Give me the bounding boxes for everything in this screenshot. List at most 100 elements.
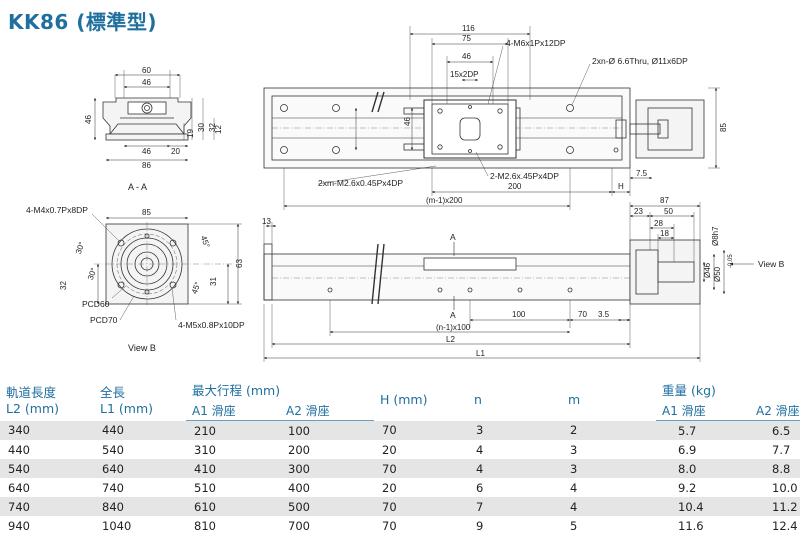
cell-l1: 440 — [94, 420, 186, 440]
view-b-labels: 85 30° 45° 30° 45° 31 63 32 4-M4x0.7Px8D… — [26, 205, 245, 353]
cell-n: 7 — [468, 497, 562, 516]
cell-stroke-a1: 210 — [186, 420, 280, 440]
cell-h: 20 — [374, 440, 468, 459]
dim-19: 19 — [186, 129, 195, 138]
cell-weight-a1: 6.9 — [656, 440, 750, 459]
technical-drawing: 60 46 46 20 86 46 19 30 32 12 A - A — [26, 24, 785, 362]
table-row: 340 440 210 100 70 3 2 5.7 6.5 — [0, 420, 800, 440]
cell-weight-a2: 12.4 — [750, 516, 800, 535]
cell-stroke-a2: 400 — [280, 478, 374, 497]
header-rail-length: 軌道長度 L2 (mm) — [0, 378, 94, 421]
header-weight: 重量 (kg) — [662, 382, 716, 398]
cell-weight-a1: 5.7 — [656, 420, 750, 440]
cell-l2: 940 — [0, 516, 94, 535]
dim-32-view-b: 32 — [59, 281, 68, 290]
dim-15x2dp: 15x2DP — [450, 70, 478, 79]
table-row: 540 640 410 300 70 4 3 8.0 8.8 — [0, 459, 800, 478]
dim-7-5: 7.5 — [636, 169, 648, 178]
cell-weight-a2: 10.0 — [750, 478, 800, 497]
dim-70: 70 — [578, 310, 587, 319]
dim-46-top-view-side: 46 — [403, 117, 412, 126]
header-stroke-a2: A2 滑座 — [280, 400, 374, 421]
cell-h: 20 — [374, 478, 468, 497]
dim-l1: L1 — [476, 349, 485, 358]
dim-12: 12 — [214, 125, 223, 134]
dim-d8h7: Ø8h7 — [711, 226, 720, 246]
dim-46-top: 46 — [142, 78, 151, 87]
cell-weight-a1: 8.0 — [656, 459, 750, 478]
cell-weight-a2: 8.8 — [750, 459, 800, 478]
cell-stroke-a1: 810 — [186, 516, 280, 535]
dim-85-view-b: 85 — [142, 208, 151, 217]
section-view-a-a — [93, 70, 215, 162]
note-m6-holes: 4-M6x1Px12DP — [506, 38, 566, 48]
header-m: m — [568, 391, 581, 407]
cell-stroke-a2: 200 — [280, 440, 374, 459]
cell-l2: 740 — [0, 497, 94, 516]
note-thru-holes: 2xn-Ø 6.6Thru, Ø11x6DP — [592, 56, 688, 66]
dim-18: 18 — [660, 229, 669, 238]
cell-n: 4 — [468, 440, 562, 459]
dim-116: 116 — [462, 24, 475, 33]
cell-h: 70 — [374, 459, 468, 478]
table-row: 440 540 310 200 20 4 3 6.9 7.7 — [0, 440, 800, 459]
dim-86: 86 — [142, 161, 151, 170]
header-total-length-zh: 全長 — [100, 385, 126, 401]
dim-23: 23 — [634, 207, 643, 216]
angle-45-right: 45° — [199, 235, 212, 249]
cell-h: 70 — [374, 497, 468, 516]
cell-m: 3 — [562, 459, 656, 478]
angle-30-left: 30° — [74, 241, 87, 255]
section-marker-bottom: A — [450, 310, 456, 320]
dim-tolerance: -0.05 — [728, 254, 734, 268]
dim-d50: Ø50 — [713, 266, 722, 282]
cell-l2: 340 — [0, 420, 94, 440]
side-view — [263, 202, 754, 362]
cell-stroke-a2: 700 — [280, 516, 374, 535]
cell-l2: 440 — [0, 440, 94, 459]
cell-weight-a1: 11.6 — [656, 516, 750, 535]
top-view — [263, 26, 720, 210]
dim-46-bottom: 46 — [142, 147, 151, 156]
header-total-length: 全長 L1 (mm) — [94, 378, 186, 421]
header-n: n — [474, 391, 482, 407]
cell-weight-a2: 11.2 — [750, 497, 800, 516]
dim-3-5: 3.5 — [598, 310, 610, 319]
cell-weight-a1: 10.4 — [656, 497, 750, 516]
cell-weight-a2: 6.5 — [750, 420, 800, 440]
section-view-labels: 60 46 46 20 86 46 19 30 32 12 A - A — [84, 66, 223, 192]
dim-85-side: 85 — [719, 123, 728, 132]
cell-h: 70 — [374, 420, 468, 440]
dim-46-left: 46 — [84, 115, 93, 124]
header-rail-length-unit: L2 (mm) — [6, 401, 59, 417]
cell-weight-a1: 9.2 — [656, 478, 750, 497]
header-rail-length-zh: 軌道長度 — [6, 385, 57, 401]
dim-28: 28 — [654, 219, 663, 228]
note-m2-6-holes: 2-M2.6x.45Px4DP — [490, 171, 559, 181]
cell-weight-a2: 7.7 — [750, 440, 800, 459]
dim-46-top-view: 46 — [462, 52, 471, 61]
side-view-labels: 13 87 23 50 28 18 Ø8h7 Ø46 Ø50 -0.05 3.5… — [262, 196, 785, 358]
dim-n-1-x100: (n-1)x100 — [436, 323, 471, 332]
view-b-arrow-label: View B — [758, 259, 785, 269]
cell-stroke-a2: 500 — [280, 497, 374, 516]
cell-h: 70 — [374, 516, 468, 535]
dim-100: 100 — [512, 310, 526, 319]
cell-n: 4 — [468, 459, 562, 478]
cell-l1: 1040 — [94, 516, 186, 535]
header-max-stroke: 最大行程 (mm) — [192, 382, 281, 398]
cell-l2: 640 — [0, 478, 94, 497]
cell-stroke-a1: 610 — [186, 497, 280, 516]
angle-45-lower: 45° — [190, 281, 203, 295]
table-row: 940 1040 810 700 70 9 5 11.6 12.4 — [0, 516, 800, 535]
view-b-caption: View B — [128, 343, 156, 353]
dim-m-1-x200: (m-1)x200 — [426, 196, 463, 205]
spec-table: 軌道長度 L2 (mm) 全長 L1 (mm) 最大行程 (mm) H (mm)… — [0, 378, 800, 535]
section-marker-top: A — [450, 232, 456, 242]
cell-n: 9 — [468, 516, 562, 535]
cell-m: 4 — [562, 497, 656, 516]
dim-60: 60 — [142, 66, 151, 75]
header-h: H (mm) — [380, 391, 428, 407]
angle-30-lower: 30° — [86, 267, 99, 281]
cell-stroke-a1: 510 — [186, 478, 280, 497]
